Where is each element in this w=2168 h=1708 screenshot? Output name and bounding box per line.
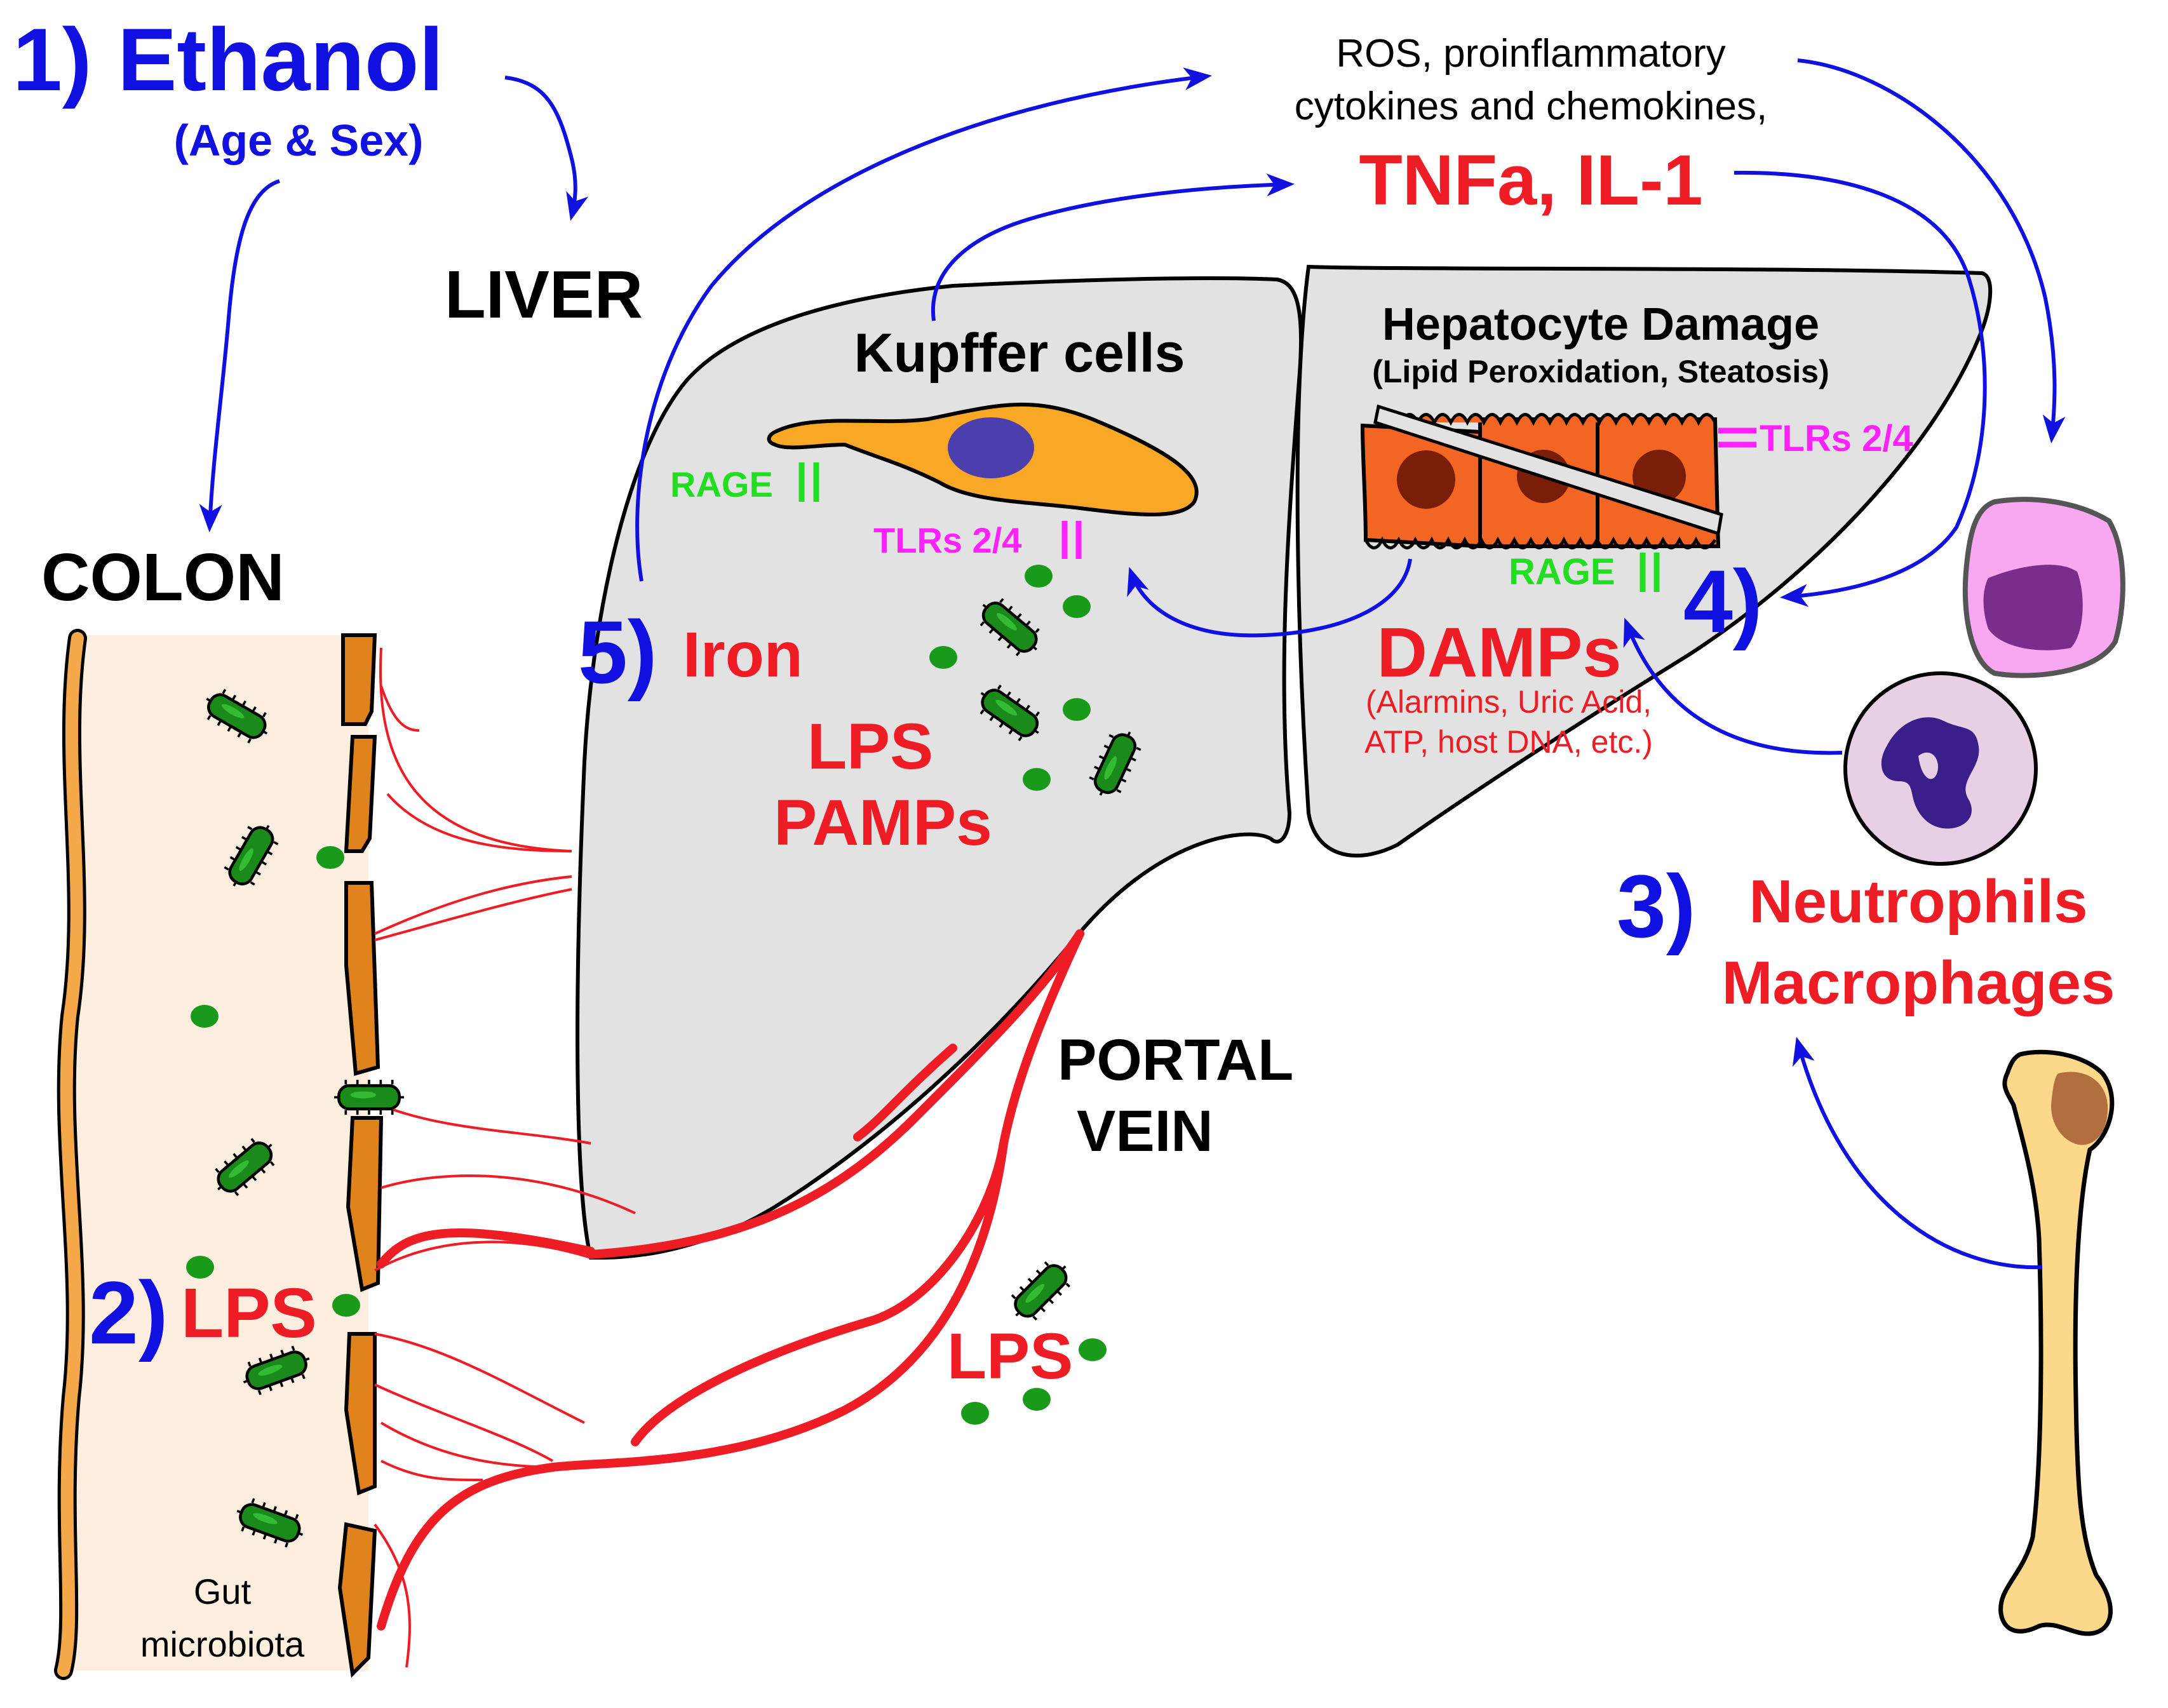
arrow-ethanol-to-colon — [199, 179, 280, 532]
lps-particle — [332, 1294, 360, 1317]
neutrophils-label: Neutrophils — [1749, 868, 2087, 936]
kupffer-cell: Kupffer cells RAGE TLRs 2/4 — [670, 323, 1199, 560]
lps-particle — [186, 1256, 214, 1279]
ros-line2: cytokines and chemokines, — [1295, 84, 1767, 128]
lps-particle — [929, 646, 957, 669]
hepatocyte-microvilli-bottom — [1364, 536, 1717, 549]
kupffer-cell-nucleus — [948, 417, 1034, 478]
lps-particle — [191, 1005, 219, 1028]
hepatocyte-damage-title: Hepatocyte Damage — [1382, 299, 1819, 350]
gut-label-line1: Gut — [194, 1571, 252, 1611]
step3-number: 3) — [1617, 856, 1695, 956]
lps-liver-label: LPS — [807, 710, 933, 783]
hepatocyte-microvilli-top — [1383, 413, 1717, 426]
colon-outer-wall — [57, 632, 84, 1677]
damps-sub1: (Alarmins, Uric Acid, — [1366, 684, 1652, 720]
arrow-kupffer-to-tnfa — [931, 173, 1295, 321]
kupffer-rage-receptor — [798, 462, 819, 502]
kupffer-tlrs-receptor — [1061, 521, 1082, 559]
arrow-ethanol-to-liver — [504, 76, 589, 221]
bone — [1998, 1049, 2115, 1636]
lps-vein-label: LPS — [947, 1320, 1073, 1392]
colon-label: COLON — [41, 540, 285, 615]
liver-left-lobe — [576, 276, 1303, 1260]
damps-sub2: ATP, host DNA, etc.) — [1364, 724, 1653, 760]
arrow-tnfa-to-hepatocyte — [1734, 170, 1987, 607]
colon-lumen — [70, 635, 368, 1671]
kupffer-rage-label: RAGE — [670, 464, 773, 504]
lps-particle — [961, 1402, 989, 1425]
bacterium — [1004, 1254, 1078, 1328]
hepatocyte-tlrs-receptor — [1718, 427, 1756, 448]
lps-particle — [1023, 1388, 1051, 1411]
immune-cells — [1843, 497, 2125, 866]
lps-particles — [186, 565, 1107, 1425]
macrophage-nucleus — [1983, 565, 2083, 650]
portal-label-line2: VEIN — [1077, 1099, 1213, 1164]
lps-particle — [1063, 698, 1091, 721]
hepatocyte-nucleus-1 — [1397, 450, 1455, 509]
arrow-neutrophil-to-damage — [1623, 617, 1843, 755]
kupffer-tlrs-label: TLRs 2/4 — [873, 520, 1021, 560]
lps-colon-label: LPS — [181, 1274, 317, 1352]
age-sex-label: (Age & Sex) — [174, 116, 424, 165]
labels: 1) Ethanol (Age & Sex) ROS, proinflammat… — [13, 10, 2115, 1392]
hepatocyte-rage-label: RAGE — [1509, 551, 1615, 593]
arrow-damps-to-kupffer — [1127, 558, 1412, 638]
step2-number: 2) — [89, 1263, 168, 1362]
gut-label-line2: microbiota — [140, 1624, 305, 1664]
bone-shape — [1998, 1049, 2115, 1636]
hepatocyte-damage-crack — [1373, 404, 1723, 536]
ros-line1: ROS, proinflammatory — [1336, 32, 1725, 76]
colon-epithelium — [337, 633, 384, 1678]
macrophages-label: Macrophages — [1722, 949, 2115, 1017]
step5-number: 5) — [578, 602, 657, 702]
arrow-iron-to-ros — [635, 67, 1212, 582]
colon: COLON Gut microbiota 2) LPS — [41, 540, 384, 1680]
lps-particle — [1063, 595, 1091, 618]
tnfa-il1-label: TNFa, IL-1 — [1359, 140, 1702, 220]
step4-number: 4) — [1683, 551, 1762, 651]
portal-label-line1: PORTAL — [1058, 1028, 1293, 1093]
damps-label: DAMPs — [1377, 614, 1621, 692]
arrow-bone-to-immune — [1792, 1037, 2043, 1270]
step1-number: 1) — [13, 10, 91, 109]
lps-particle — [1079, 1338, 1107, 1361]
iron-label: Iron — [683, 619, 803, 690]
lps-particle — [1025, 565, 1053, 588]
lps-particle — [316, 846, 344, 869]
liver: LIVER — [445, 257, 1993, 1260]
pathway-arrows — [199, 58, 2066, 1270]
arrow-ros-to-macrophage — [1797, 58, 2066, 443]
liver-label: LIVER — [445, 257, 643, 332]
hepatocytes: Hepatocyte Damage (Lipid Peroxidation, S… — [1360, 299, 1913, 593]
hepatocyte-damage-subtitle: (Lipid Peroxidation, Steatosis) — [1372, 354, 1829, 389]
portal-vessels: PORTAL VEIN — [374, 647, 1293, 1668]
lps-particle — [1023, 768, 1051, 791]
kupffer-label: Kupffer cells — [854, 323, 1185, 384]
hepatocyte-rage-receptor — [1639, 553, 1660, 592]
ethanol-label: Ethanol — [118, 10, 443, 109]
bone-marrow — [2051, 1072, 2108, 1145]
hepatocyte-tlrs-label: TLRs 2/4 — [1760, 418, 1913, 459]
pamps-label: PAMPs — [774, 786, 992, 859]
